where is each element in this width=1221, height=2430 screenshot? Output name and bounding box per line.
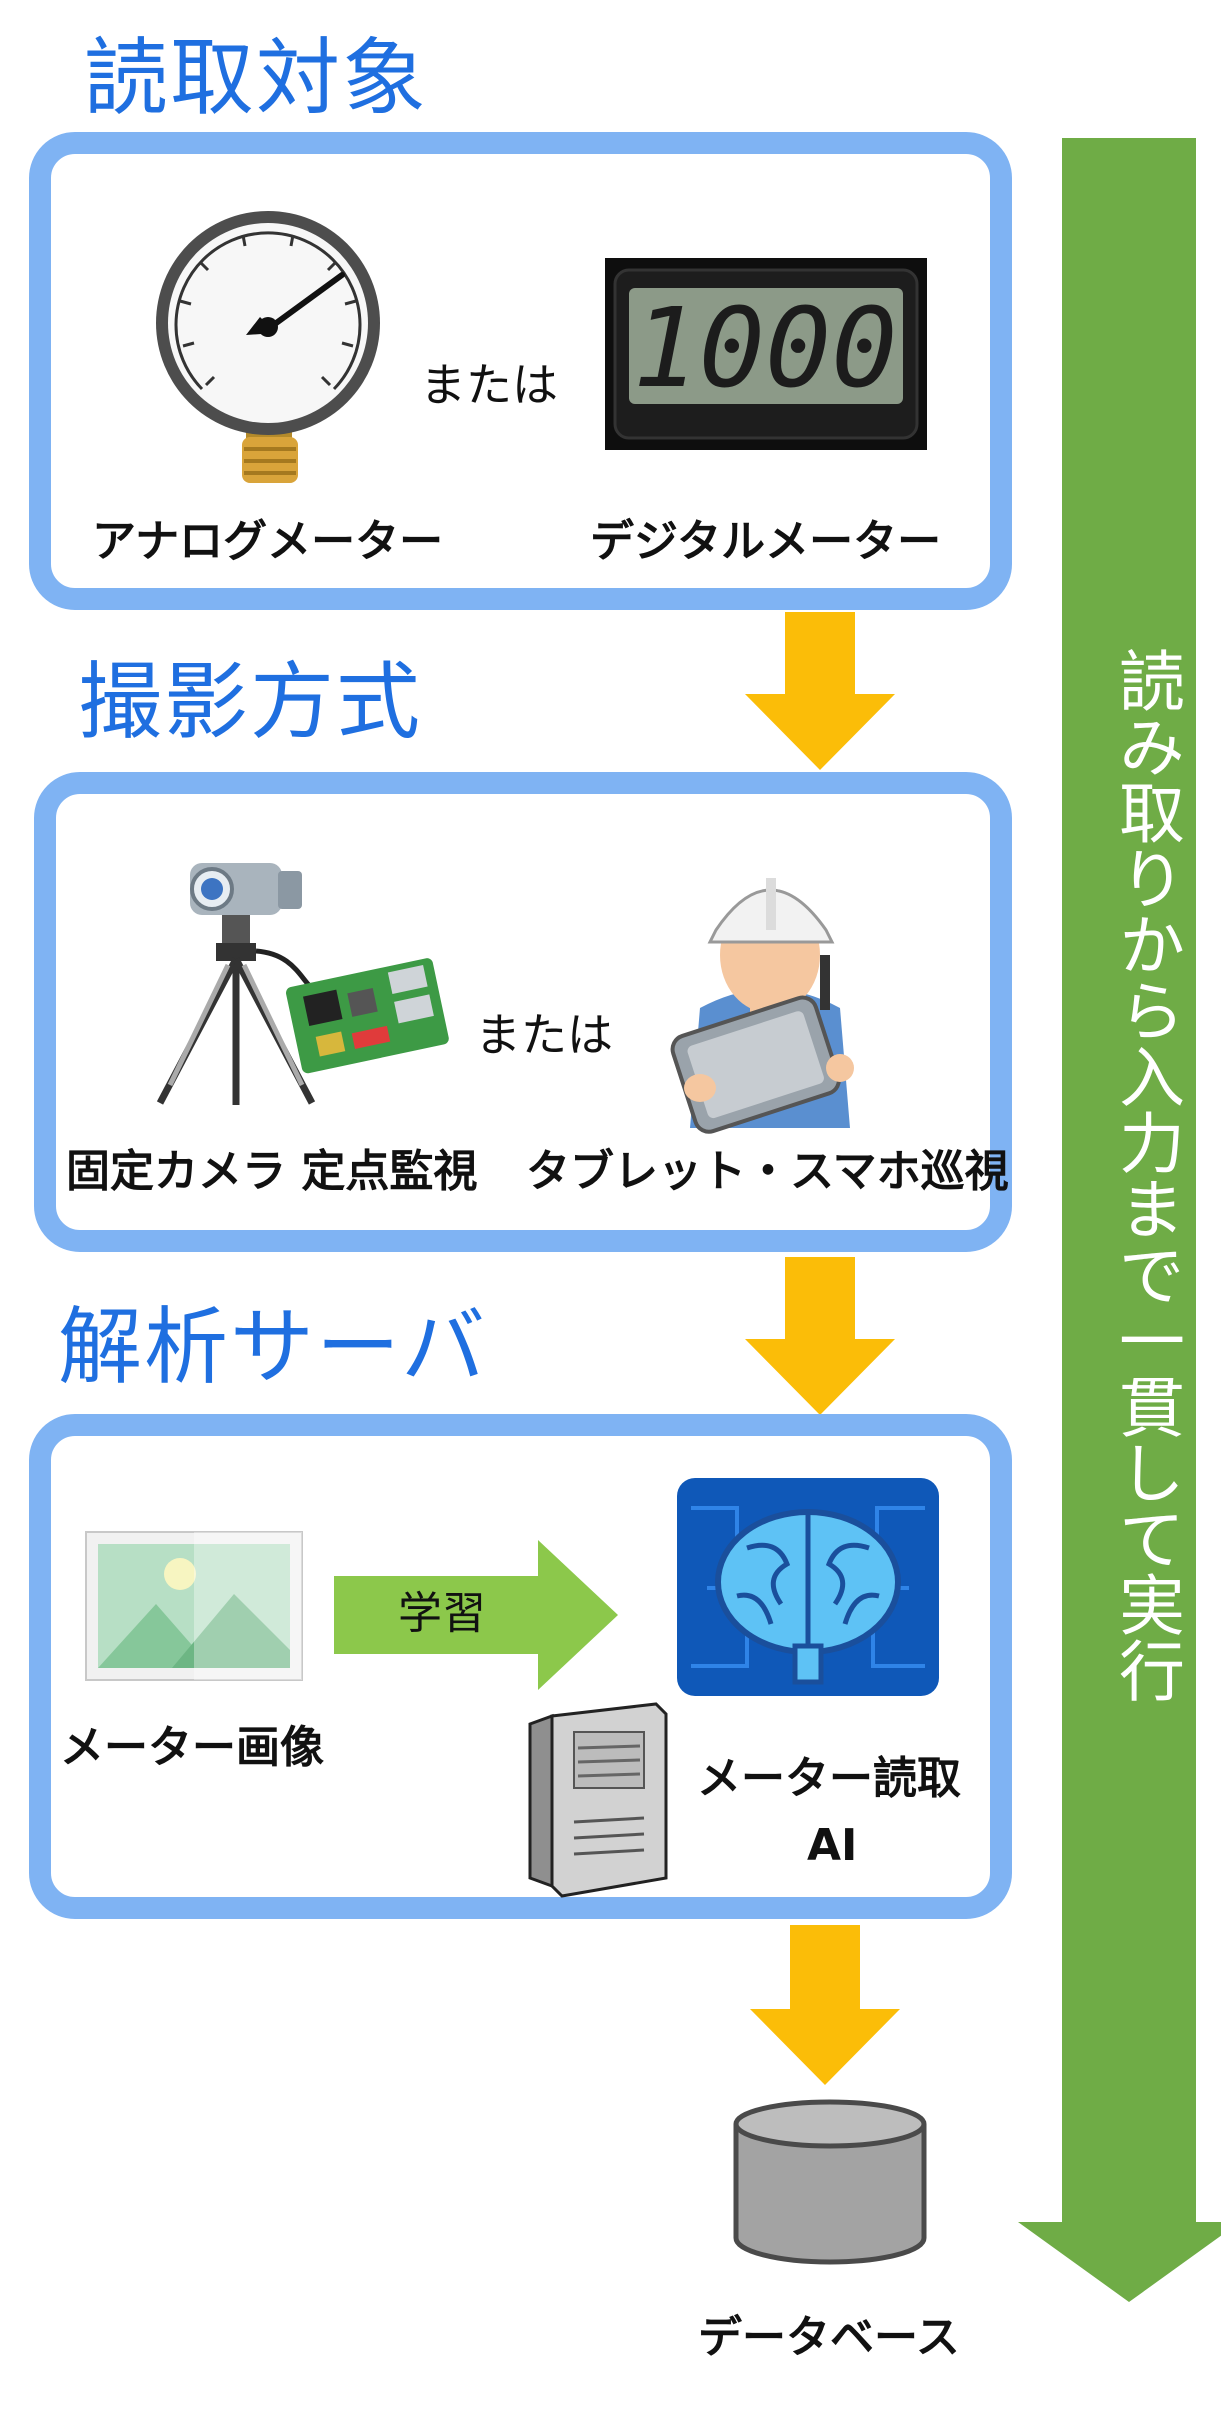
- flow-arrow-3: [750, 1925, 900, 2085]
- digital-meter-icon: 1000: [605, 258, 927, 450]
- meter-image-label: メーター画像: [60, 1722, 324, 1773]
- image-icon: [85, 1531, 303, 1681]
- analog-meter-icon: [156, 211, 380, 483]
- learn-arrow: [334, 1540, 618, 1690]
- digital-display-text: 1000: [633, 284, 898, 412]
- section-title-target: 読取対象: [84, 29, 429, 127]
- ai-brain-icon: [677, 1478, 939, 1696]
- server-icon: [528, 1702, 668, 1898]
- analog-meter-label: アナログメーター: [92, 516, 444, 567]
- database-label: データベース: [698, 2312, 960, 2363]
- learn-label: 学習: [398, 1588, 486, 1639]
- or-label-target: または: [420, 358, 558, 412]
- tablet-patrol-label: タブレット・スマホ巡視: [526, 1146, 1009, 1197]
- flow-arrow-2: [745, 1257, 895, 1415]
- digital-meter-label: デジタルメーター: [590, 516, 942, 567]
- fixed-camera-icon: [156, 863, 449, 1105]
- ai-label-line1: メーター読取: [697, 1753, 961, 1804]
- database-icon: [733, 2099, 927, 2265]
- side-banner-text: 読み取りから入力まで一貫して実行: [1108, 647, 1185, 1703]
- ai-label-line2: AI: [807, 1820, 858, 1871]
- panel-capture: [34, 772, 1012, 1252]
- or-label-capture: または: [475, 1008, 613, 1062]
- section-title-server: 解析サーバ: [58, 1298, 488, 1396]
- flow-arrow-1: [745, 612, 895, 770]
- fixed-camera-label: 固定カメラ 定点監視: [66, 1146, 478, 1197]
- tablet-worker-icon: [670, 878, 854, 1134]
- section-title-capture: 撮影方式: [78, 653, 423, 751]
